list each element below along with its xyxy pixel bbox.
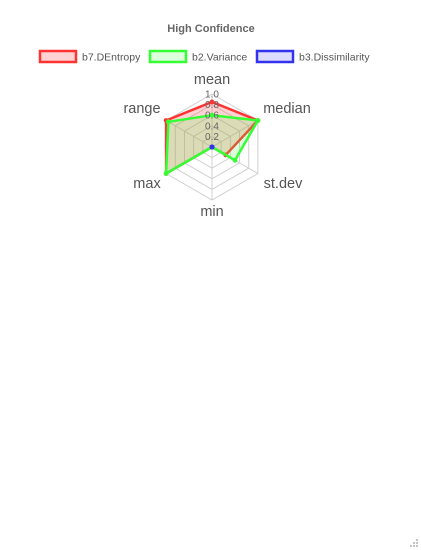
tick-labels: 1.00.80.60.40.2	[205, 90, 219, 143]
axis-labels: mean median st.dev min max range	[123, 72, 310, 220]
legend-swatch[interactable]	[38, 49, 78, 64]
axis-label-range: range	[123, 101, 160, 117]
legend-swatch[interactable]	[255, 49, 295, 64]
data-point[interactable]	[232, 157, 238, 163]
grid-spoke	[165, 120, 213, 148]
data-point[interactable]	[255, 118, 261, 123]
legend-label[interactable]: b2.Variance	[192, 52, 247, 64]
chart-title: High Confidence	[167, 23, 254, 35]
tick-label: 0.6	[205, 111, 219, 122]
data-point[interactable]	[209, 144, 215, 150]
resize-grip-icon[interactable]	[409, 538, 419, 548]
data-point[interactable]	[209, 112, 215, 118]
axis-label-st-dev: st.dev	[264, 176, 303, 192]
tick-label: 0.2	[205, 132, 219, 143]
data-point[interactable]	[209, 99, 215, 105]
axis-label-mean: mean	[194, 72, 230, 88]
legend-swatch[interactable]	[148, 49, 188, 64]
axis-label-max: max	[133, 176, 161, 192]
data-point[interactable]	[165, 119, 171, 125]
legend-label[interactable]: b7.DEntropy	[82, 52, 141, 64]
axis-label-median: median	[263, 101, 311, 117]
legend-label[interactable]: b3.Dissimilarity	[299, 52, 370, 64]
tick-label: 0.4	[205, 121, 219, 132]
tick-label: 1.0	[205, 90, 219, 101]
axis-label-min: min	[200, 204, 223, 220]
grid-spoke	[211, 120, 259, 148]
tick-label: 0.8	[205, 100, 219, 111]
series-b3.Dissimilarity	[209, 144, 215, 150]
legend: b7.DEntropy b2.Variance b3.Dissimilarity	[38, 49, 370, 64]
data-point[interactable]	[163, 171, 169, 176]
series-layer	[163, 99, 261, 176]
